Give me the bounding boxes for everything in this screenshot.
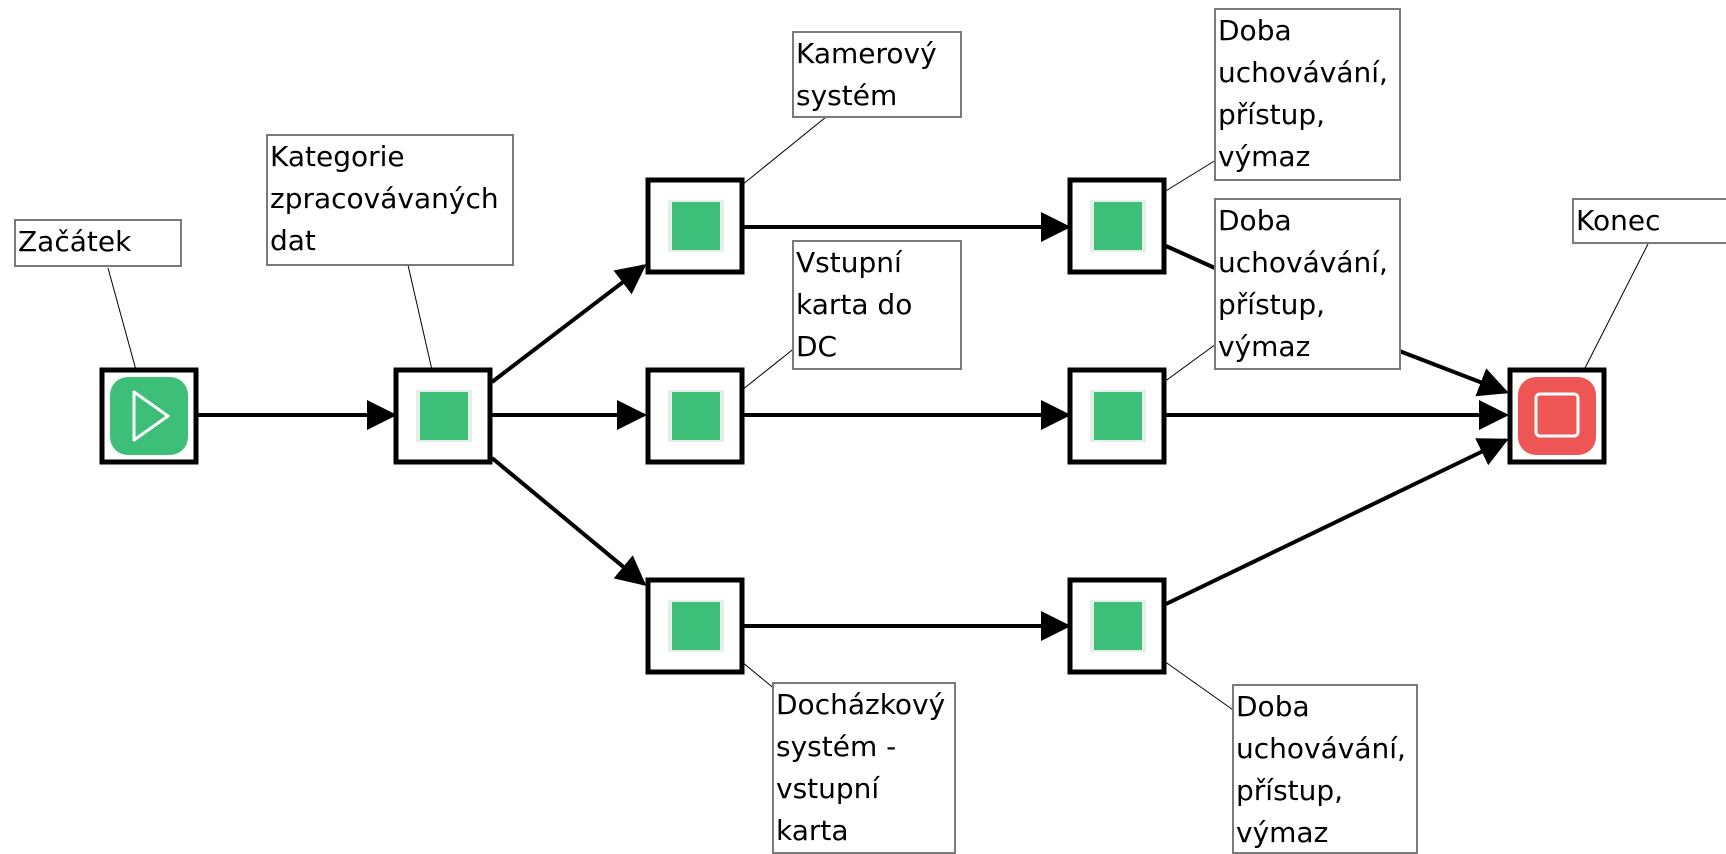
task-square-icon xyxy=(1094,602,1142,650)
leader-entry-card xyxy=(741,346,797,391)
label-entry-card: Vstupní karta do DC xyxy=(792,240,962,370)
task-square-icon xyxy=(672,392,720,440)
leader-category xyxy=(407,264,433,371)
label-start: Začátek xyxy=(14,219,182,267)
leader-start xyxy=(107,267,137,371)
label-retention-3: Doba uchovávání, přístup, výmaz xyxy=(1232,684,1418,854)
task-node-retention-3[interactable] xyxy=(1067,577,1167,675)
task-node-category[interactable] xyxy=(393,367,493,465)
edge-retention-3-end xyxy=(1165,438,1509,606)
task-node-retention-1[interactable] xyxy=(1067,177,1167,275)
task-square-icon xyxy=(1094,202,1142,250)
task-node-attendance[interactable] xyxy=(645,577,745,675)
leader-retention-1 xyxy=(1163,159,1217,193)
label-attendance: Docházkový systém - vstupní karta xyxy=(772,682,956,854)
label-leaders xyxy=(107,116,1649,713)
label-end: Konec xyxy=(1572,198,1726,244)
task-node-entry-card[interactable] xyxy=(645,367,745,465)
stop-square-icon xyxy=(1534,392,1580,438)
label-category: Kategorie zpracovávaných dat xyxy=(266,134,514,266)
task-square-icon xyxy=(1094,392,1142,440)
end-node[interactable] xyxy=(1507,367,1607,465)
task-node-retention-2[interactable] xyxy=(1067,367,1167,465)
label-retention-2: Doba uchovávání, přístup, výmaz xyxy=(1214,198,1401,370)
edge-category-attendance xyxy=(490,456,647,586)
start-node[interactable] xyxy=(99,367,199,465)
leader-retention-3 xyxy=(1163,660,1237,713)
leader-camera xyxy=(741,116,827,186)
leader-end xyxy=(1583,243,1649,371)
edge-category-camera xyxy=(490,264,647,384)
task-square-icon xyxy=(672,602,720,650)
play-triangle-icon xyxy=(132,390,170,442)
leader-attendance xyxy=(741,661,777,691)
leader-retention-2 xyxy=(1163,343,1217,383)
label-retention-1: Doba uchovávání, přístup, výmaz xyxy=(1214,8,1401,181)
task-node-camera[interactable] xyxy=(645,177,745,275)
task-square-icon xyxy=(420,392,468,440)
task-square-icon xyxy=(672,202,720,250)
label-camera: Kamerový systém xyxy=(792,31,962,118)
